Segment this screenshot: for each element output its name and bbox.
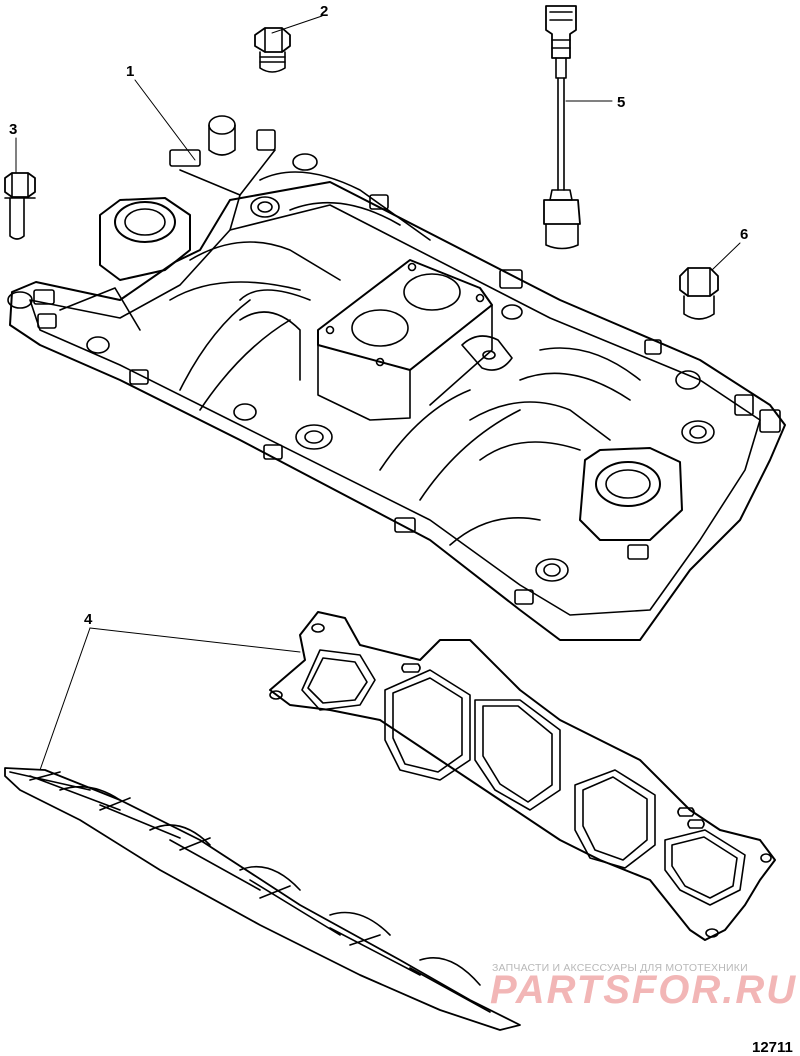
callout-6-label: 6 [740,226,749,243]
callout-2-label: 2 [320,3,329,20]
intake-gasket-edge-part [4,767,521,1031]
bolt-part [4,137,36,240]
pipe-plug-part [254,15,323,73]
temperature-sender-part [543,5,613,250]
callout-1-label: 1 [126,63,135,80]
intake-manifold-part [7,115,786,641]
callout-5-label: 5 [617,94,626,111]
intake-gasket-face-part [269,611,776,941]
callout-4-label: 4 [84,611,93,628]
drain-plug-part [679,242,741,320]
callout-3-label: 3 [9,121,18,138]
watermark-tagline: ЗАПЧАСТИ И АКСЕССУАРЫ ДЛЯ МОТОТЕХНИКИ [492,962,748,974]
figure-number: 12711 [752,1039,793,1056]
watermark-logo: PARTSFOR.RU [490,968,798,1012]
